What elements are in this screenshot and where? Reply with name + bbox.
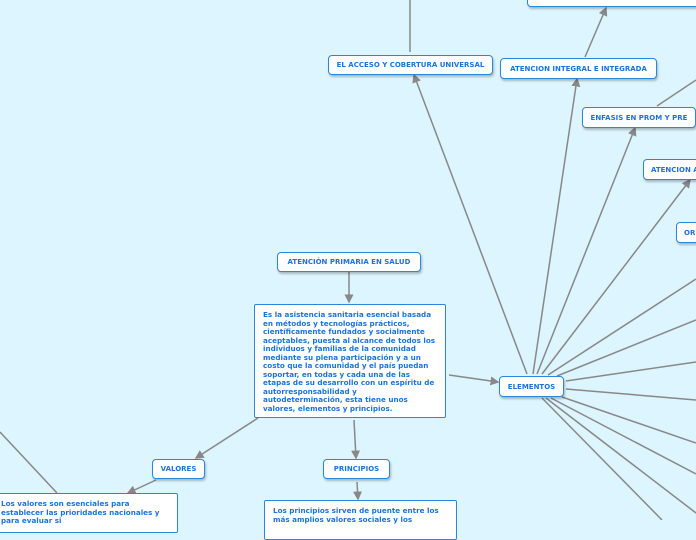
link-definition-elementos: [448, 374, 500, 386]
link-enfasis-right: [656, 79, 696, 107]
link-elementos-enfasis: [536, 126, 637, 375]
link-elementos-r3: [565, 361, 696, 382]
node-definition[interactable]: Es la asistencia sanitaria esencial basa…: [254, 304, 446, 418]
link-definition-principios: [351, 419, 361, 460]
node-integral[interactable]: ATENCION INTEGRAL E INTEGRADA: [500, 58, 657, 79]
link-elementos-integral: [532, 77, 581, 375]
link-elementos-r7: [545, 397, 696, 514]
node-root[interactable]: ATENCIÓN PRIMARIA EN SALUD: [277, 252, 421, 272]
link-definition-valores: [194, 417, 259, 459]
node-acceso[interactable]: EL ACCESO Y COBERTURA UNIVERSAL: [328, 55, 493, 75]
node-valores-text[interactable]: Los valores son esenciales para establec…: [0, 493, 178, 533]
link-elementos-r1: [547, 278, 696, 376]
node-principios[interactable]: PRINCIPIOS: [323, 459, 390, 479]
connector-lines: [0, 0, 696, 520]
link-elementos-r5: [561, 396, 696, 444]
node-atencion-a[interactable]: ATENCION A: [643, 159, 696, 180]
node-or[interactable]: OR: [676, 222, 696, 243]
link-elementos-r8: [541, 397, 663, 520]
node-top-partial[interactable]: [527, 0, 696, 7]
link-left-offscreen: [0, 431, 58, 494]
node-enfasis[interactable]: ENFASIS EN PROM Y PRE: [582, 107, 696, 128]
link-valores-text: [126, 479, 157, 494]
link-elementos-atencion-a: [541, 178, 691, 375]
node-principios-text[interactable]: Los principios sirven de puente entre lo…: [264, 500, 457, 540]
node-valores[interactable]: VALORES: [152, 459, 205, 479]
node-elementos[interactable]: ELEMENTOS: [499, 376, 564, 397]
link-integral-top: [584, 6, 608, 58]
link-elementos-r4: [565, 388, 696, 401]
link-principios-text: [353, 481, 363, 501]
link-elementos-acceso: [412, 73, 528, 375]
link-elementos-r6: [550, 397, 696, 475]
link-elementos-r2: [556, 319, 696, 377]
